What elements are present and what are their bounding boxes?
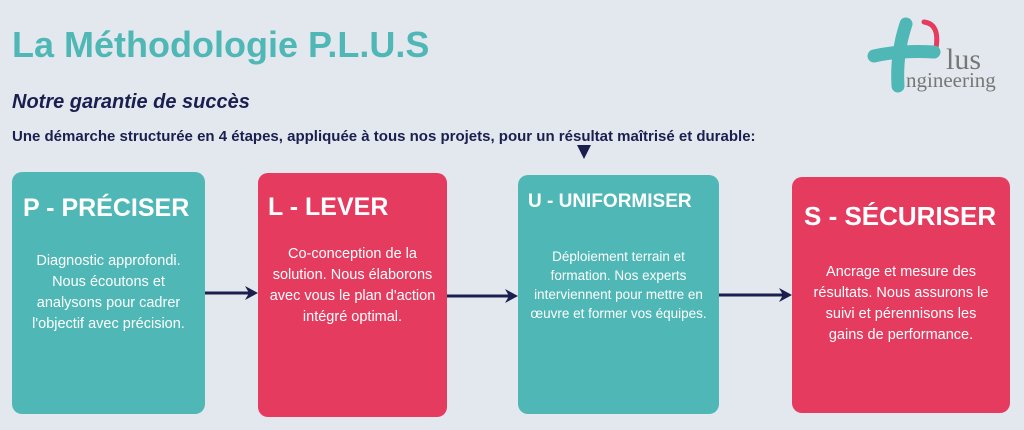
- arrow-right-icon: [447, 289, 518, 303]
- step-text: Déploiement terrain et formation. Nos ex…: [530, 249, 707, 321]
- subtitle: Notre garantie de succès: [12, 91, 250, 113]
- page-title: La Méthodologie P.L.U.S: [12, 24, 430, 65]
- logo-text-sub: ngineering: [906, 68, 996, 92]
- step-card-s: S - SÉCURISER Ancrage et mesure des résu…: [792, 177, 1010, 413]
- intro-text: Une démarche structurée en 4 étapes, app…: [12, 128, 756, 145]
- logo-text-main: lus: [946, 43, 981, 76]
- step-text: Ancrage et mesure des résultats. Nous as…: [813, 264, 989, 343]
- step-title: S - SÉCURISER: [804, 201, 997, 231]
- step-card-p: P - PRÉCISER Diagnostic approfondi. Nous…: [12, 172, 205, 414]
- step-title: P - PRÉCISER: [23, 194, 190, 222]
- step-title: L - LEVER: [268, 193, 389, 221]
- plus-engineering-logo: lus ngineering: [866, 14, 1016, 94]
- step-text: Diagnostic approfondi. Nous écoutons et …: [32, 253, 185, 332]
- step-text: Co-conception de la solution. Nous élabo…: [269, 246, 436, 325]
- step-title: U - UNIFORMISER: [528, 191, 692, 212]
- down-arrow-icon: [577, 145, 591, 159]
- step-card-l: L - LEVER Co-conception de la solution. …: [258, 173, 447, 417]
- step-card-u: U - UNIFORMISER Déploiement terrain et f…: [518, 175, 719, 414]
- arrow-right-icon: [205, 286, 258, 300]
- arrow-right-icon: [719, 288, 792, 302]
